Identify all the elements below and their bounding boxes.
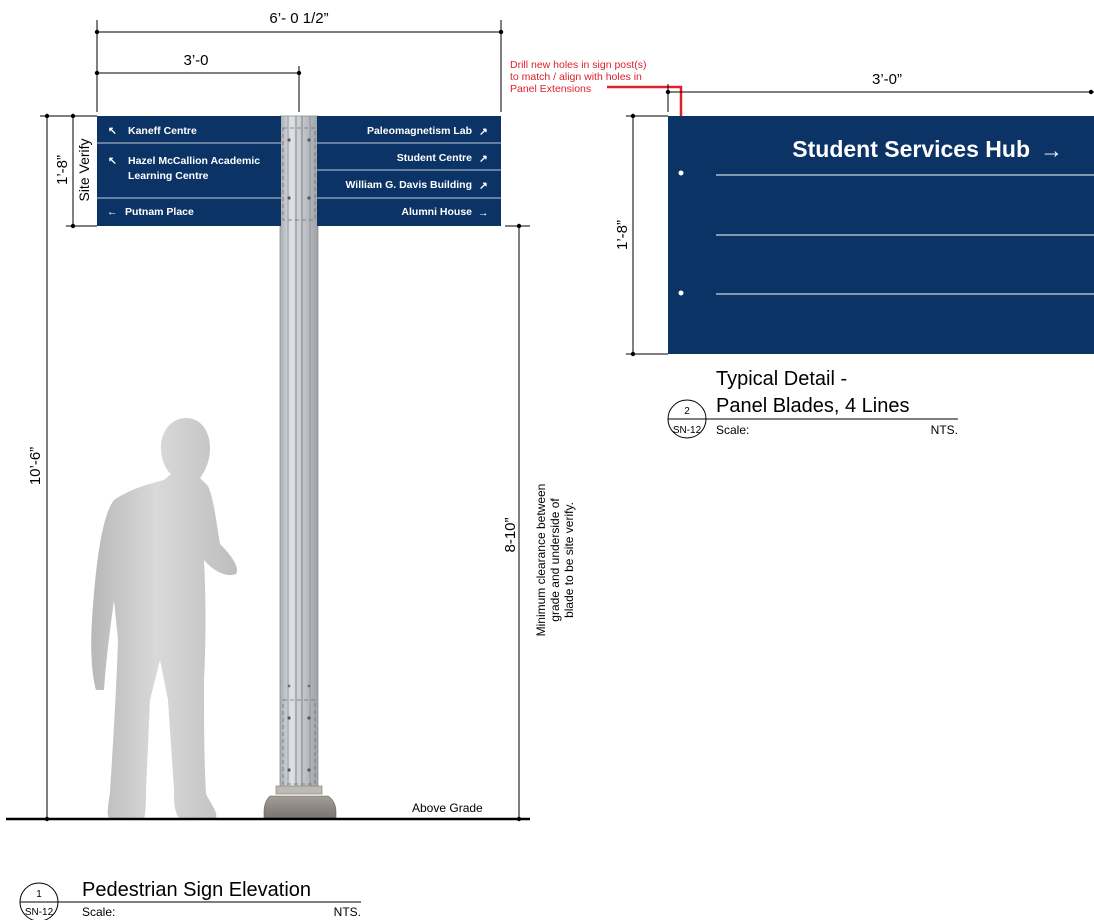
right-arrow-icon: → (478, 207, 489, 219)
blade-row-alumni: Alumni House → (401, 206, 488, 219)
grade-label: Above Grade (412, 801, 483, 815)
blade-row-hazel: ↖ Hazel McCallion Academic Learning Cent… (108, 155, 260, 182)
clearance-note-line-2: grade and underside of (548, 498, 562, 622)
mounting-hole-bottom (678, 290, 684, 296)
panel-heading: Student Services Hub (792, 136, 1030, 162)
right-sign-blade: Paleomagnetism Lab ↗ Student Centre ↗ Wi… (317, 116, 501, 226)
detail-title-line-1: Typical Detail - (716, 368, 847, 390)
drill-holes-note: Drill new holes in sign post(s) to match… (510, 59, 690, 165)
detail-title-block: Typical Detail - Panel Blades, 4 Lines 2… (667, 368, 958, 439)
elevation-bubble-number: 1 (36, 889, 42, 900)
clearance-dimension: 8-10” Minimum clearance between grade an… (502, 223, 576, 822)
note-line-2: to match / align with holes in (510, 71, 642, 83)
overall-width-dimension: 6’- 0 1/2” (94, 10, 504, 112)
blade-height-label: 1’-8” (54, 155, 71, 185)
clearance-note-line-3: blade to be site verify. (562, 502, 576, 618)
note-line-1: Drill new holes in sign post(s) (510, 59, 647, 71)
panel-width-dimension: 3’-0” (665, 71, 1094, 112)
detail-bubble-sheet: SN-12 (673, 425, 702, 436)
site-verify-label: Site Verify (76, 138, 92, 201)
elevation-bubble-sheet: SN-12 (25, 907, 54, 918)
overall-height-label: 10’-6” (27, 447, 44, 485)
blade-label-student-centre: Student Centre (397, 152, 472, 164)
up-right-arrow-icon: ↗ (479, 153, 488, 165)
panel-width-label: 3’-0” (872, 71, 902, 88)
elevation-title-block: Pedestrian Sign Elevation 1 SN-12 Scale:… (19, 879, 361, 920)
elevation-scale-label: Scale: (82, 905, 115, 919)
blade-label-kaneff: Kaneff Centre (128, 125, 197, 137)
blade-row-kaneff: ↖ Kaneff Centre (108, 125, 197, 137)
human-figure-silhouette (91, 418, 238, 819)
blade-row-student-centre: Student Centre ↗ (397, 152, 488, 165)
blade-label-paleomagnetism: Paleomagnetism Lab (367, 125, 472, 137)
grade-line: Above Grade (6, 801, 530, 821)
up-left-arrow-icon: ↖ (108, 125, 117, 137)
mounting-hole-top (678, 170, 684, 176)
blade-label-hazel-1: Hazel McCallion Academic (128, 155, 260, 167)
up-right-arrow-icon: ↗ (479, 126, 488, 138)
overall-width-label: 6’- 0 1/2” (269, 10, 328, 27)
sign-post (279, 115, 319, 789)
panel-height-dimension: 1’-8” (614, 113, 668, 357)
blade-row-davis: William G. Davis Building ↗ (345, 179, 487, 192)
blade-height-dimension: 1’-8” Site Verify (54, 113, 97, 229)
right-arrow-icon: → (1040, 137, 1063, 163)
detail-title-line-2: Panel Blades, 4 Lines (716, 395, 909, 417)
blade-label-putnam: Putnam Place (125, 206, 194, 218)
left-arrow-icon: ← (107, 206, 118, 218)
left-sign-blade: ↖ Kaneff Centre ↖ Hazel McCallion Academ… (97, 116, 281, 226)
left-blade-width-dimension: 3’-0 (94, 52, 302, 112)
detail-bubble-number: 2 (684, 406, 690, 417)
overall-height-dimension: 10’-6” (27, 113, 97, 822)
blade-label-hazel-2: Learning Centre (128, 170, 209, 182)
blade-label-alumni: Alumni House (401, 206, 472, 218)
up-right-arrow-icon: ↗ (479, 180, 488, 192)
elevation-title: Pedestrian Sign Elevation (82, 879, 311, 901)
detail-scale-label: Scale: (716, 423, 749, 437)
blade-label-davis: William G. Davis Building (345, 179, 472, 191)
note-line-3: Panel Extensions (510, 83, 591, 95)
panel-height-label: 1’-8” (614, 220, 631, 250)
blade-row-putnam: ← Putnam Place (107, 206, 194, 218)
post-base (263, 785, 337, 820)
up-left-arrow-icon: ↖ (108, 155, 117, 167)
elevation-scale-value: NTS. (334, 905, 361, 919)
panel-blade-detail: Student Services Hub → (668, 116, 1094, 354)
clearance-height-label: 8-10” (502, 517, 519, 552)
blade-row-paleomagnetism: Paleomagnetism Lab ↗ (367, 125, 488, 138)
clearance-note-line-1: Minimum clearance between (534, 484, 548, 637)
detail-scale-value: NTS. (931, 423, 958, 437)
left-blade-width-label: 3’-0 (183, 52, 208, 69)
